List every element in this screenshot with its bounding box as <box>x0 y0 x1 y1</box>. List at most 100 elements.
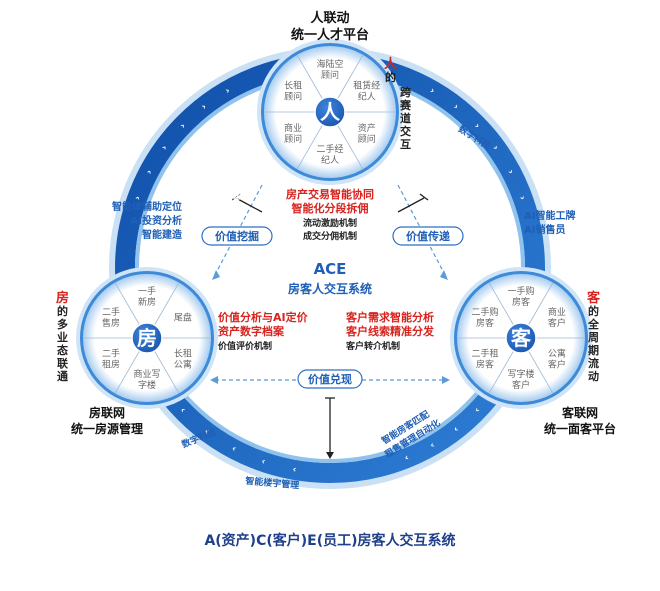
arrowhead-bottom-right <box>442 376 450 384</box>
ring-chevron: › <box>472 405 482 415</box>
segment-divider <box>154 282 180 326</box>
box-top-red-2: 智能化分段拆佣 <box>291 202 369 215</box>
ring-chevron: › <box>451 102 460 112</box>
ring-chevron: › <box>505 168 516 176</box>
side-note-char: 互 <box>400 138 411 151</box>
segment-label: 二手购房客 <box>472 306 499 329</box>
ring-chevron: › <box>133 195 144 202</box>
value-tag-mining: 价值挖掘 <box>215 229 259 243</box>
ring-chevron: › <box>178 405 188 415</box>
value-tag-transfer: 价值传递 <box>406 229 450 243</box>
center-name: 房客人交互系统 <box>288 281 372 296</box>
ring-chevron: › <box>160 143 170 152</box>
ring-chevron: › <box>178 121 188 131</box>
right-outer-notes: AI智能工牌 AI销售员 <box>524 210 624 238</box>
ring-chevron: › <box>224 86 232 97</box>
hub-label: 人 <box>320 100 341 124</box>
segment-label: 二手经纪人 <box>316 143 343 166</box>
segment-divider <box>528 282 554 326</box>
marker-right-bar <box>419 193 429 201</box>
hub-disc <box>505 322 537 354</box>
ring-chevron: › <box>292 464 298 475</box>
caption: A(资产)C(客户)E(员工)房客人交互系统 <box>204 533 456 549</box>
segment-label: 二手售房 <box>102 306 120 329</box>
caption-block: A(资产)C(客户)E(员工)房客人交互系统 <box>0 530 660 550</box>
segment-label: 二手租房客 <box>472 347 499 370</box>
side-note-char: 房 <box>56 291 70 306</box>
segment-label: 商业顾问 <box>284 122 302 145</box>
side-note-char: 流 <box>588 357 599 370</box>
ring-chevron: › <box>490 144 500 153</box>
ring-chevron: › <box>472 121 482 131</box>
side-note-char: 人 <box>384 57 398 72</box>
side-note-char: 交 <box>400 125 411 138</box>
box-top-dark-2: 成交分佣机制 <box>302 232 357 242</box>
segment-label: 二手租房 <box>102 347 120 370</box>
side-note-char: 的 <box>588 305 599 318</box>
segment-label: 写字楼客户 <box>507 368 534 391</box>
segment-label: 尾盘 <box>174 311 192 323</box>
ring-chevron: › <box>403 452 410 463</box>
side-note-char: 客 <box>587 291 601 306</box>
segment-label: 租赁经纪人 <box>353 79 380 102</box>
marker-bottom-arrowhead <box>326 452 334 459</box>
box-left-red-2: 资产数字档案 <box>218 325 284 338</box>
side-note-char: 动 <box>588 370 599 383</box>
side-note-char: 周 <box>588 331 599 344</box>
person-side-note-2: 跨 赛 道 交 互 <box>400 86 411 151</box>
top-subtitle: 统一人才平台 <box>290 28 369 43</box>
segment-label: 一手新房 <box>138 285 156 308</box>
top-heading: 人联动 统一人才平台 <box>270 10 390 44</box>
box-right-dark-1: 客户转介机制 <box>346 342 401 352</box>
side-note-char: 联 <box>57 357 68 370</box>
side-note-char: 多 <box>57 318 68 331</box>
left-note-line: 智能体辅助定位 <box>112 202 182 213</box>
ring-chevron: › <box>203 426 212 436</box>
person-side-note: 人 的 <box>384 58 397 84</box>
ring-chevron: › <box>428 86 436 97</box>
value-tag-realize: 价值兑现 <box>308 372 352 386</box>
side-note-char: 道 <box>400 112 411 125</box>
hub-label: 客 <box>510 326 532 350</box>
segment-label: 资产顾问 <box>358 122 376 145</box>
house-title: 房联网 <box>88 406 125 420</box>
box-top-red-1: 房产交易智能协同 <box>286 188 374 201</box>
box-left: 价值分析与AI定价 资产数字档案 价值评价机制 <box>218 311 336 354</box>
side-note-char: 跨 <box>400 86 411 99</box>
client-heading: 客联网 统一面客平台 <box>520 405 640 437</box>
house-side-note: 房 的 多 业 态 联 通 <box>56 292 69 383</box>
marker-left-bar <box>231 193 241 201</box>
side-note-char: 全 <box>588 318 599 331</box>
house-heading: 房联网 统一房源管理 <box>52 405 162 437</box>
right-note-line: AI销售员 <box>524 225 566 236</box>
ring-chevron: › <box>145 168 156 176</box>
segment-divider <box>528 350 554 394</box>
left-note-line: 智能建造 <box>142 230 182 241</box>
value-tag-mining-pill <box>201 226 273 246</box>
ring-label-right-lower: 客户数智触达 <box>422 160 475 199</box>
segment-divider <box>296 54 323 100</box>
segment-divider <box>337 124 364 170</box>
value-tag-transfer-pill <box>392 226 464 246</box>
box-top-dark-1: 流动激励机制 <box>302 219 357 229</box>
box-top: 房产交易智能协同 智能化分段拆佣 流动激励机制 成交分佣机制 <box>282 188 378 244</box>
top-title: 人联动 <box>310 11 350 26</box>
side-note-char: 的 <box>57 305 68 318</box>
segment-label: 长租顾问 <box>284 79 302 102</box>
box-right-red-1: 客户需求智能分析 <box>346 311 434 324</box>
ring-chevron: › <box>516 195 527 202</box>
segment-label: 商业写字楼 <box>133 368 160 391</box>
segment-divider <box>114 350 140 394</box>
right-note-line: AI智能工牌 <box>524 211 576 222</box>
hub-disc <box>314 96 346 128</box>
side-note-char: 的 <box>385 71 396 84</box>
ring-chevron: › <box>428 439 436 450</box>
client-subtitle: 统一面客平台 <box>543 422 616 436</box>
segment-divider <box>114 282 140 326</box>
client-side-note: 客 的 全 周 期 流 动 <box>587 292 600 383</box>
segment-label: 一手购房客 <box>507 285 534 308</box>
side-note-char: 通 <box>57 370 68 383</box>
side-note-char: 赛 <box>400 99 411 112</box>
